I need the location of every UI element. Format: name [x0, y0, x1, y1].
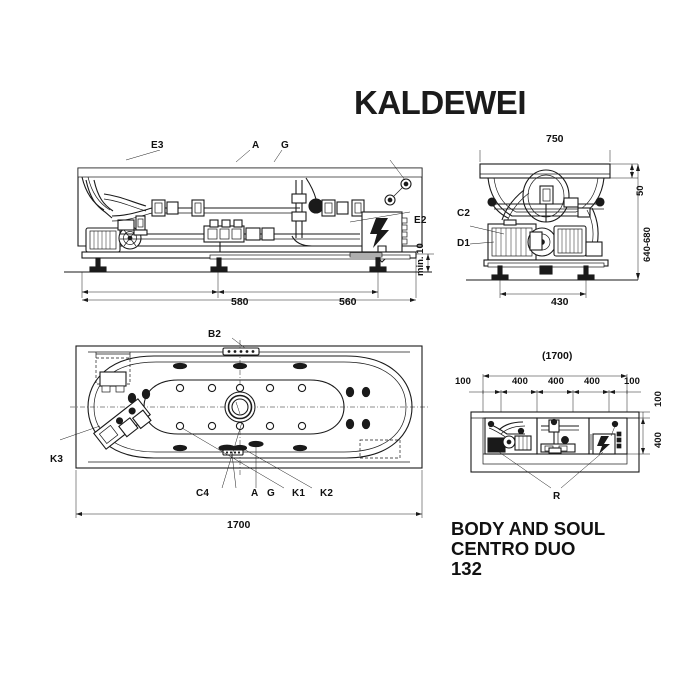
valve-manifold-center: [203, 219, 275, 255]
riser-right: [291, 177, 324, 247]
drain-waste: [224, 391, 256, 423]
side-elevation-view: [460, 150, 645, 315]
adjustable-feet: [89, 257, 387, 272]
dim-min-10: min. 10: [415, 243, 426, 276]
callout-c2: C2: [457, 208, 471, 219]
dim-100-right: 100: [624, 376, 640, 387]
installation-access-view: [455, 360, 650, 505]
callout-k1: K1: [292, 488, 306, 499]
dim-400-c: 400: [584, 376, 600, 387]
callout-r: R: [553, 491, 561, 502]
product-title-line-1: BODY AND SOUL: [451, 518, 606, 539]
dim-580: 580: [231, 296, 249, 308]
dim-750: 750: [546, 133, 564, 145]
dim-1700-inst: (1700): [542, 350, 573, 362]
pump-assembly-left: [85, 219, 142, 253]
front-elevation-view: [60, 150, 440, 310]
side-wall-jets: [127, 362, 371, 452]
callout-g-plan: G: [267, 488, 275, 499]
access-panel-component-1: [487, 420, 532, 453]
pipe-fitting-group-mid: [151, 199, 205, 217]
callout-e2-front: E2: [414, 215, 427, 226]
dim-100-vert: 100: [653, 391, 664, 407]
callout-e3-front: E3: [151, 140, 164, 151]
control-box: [361, 178, 412, 263]
dim-100-left: 100: [455, 376, 471, 387]
dim-50: 50: [635, 185, 646, 196]
dim-640-680: 640-680: [642, 227, 653, 262]
access-panel-component-2: [540, 418, 579, 454]
callout-a-front: A: [252, 140, 260, 151]
callout-c4: C4: [196, 488, 210, 499]
product-title-line-3: 132: [451, 558, 482, 579]
dim-400-b: 400: [548, 376, 564, 387]
bottom-jets: [175, 383, 307, 431]
t-junction: [133, 215, 148, 236]
kaldewei-logo: KALDEWEI: [354, 84, 527, 121]
dim-400-vert: 400: [653, 432, 664, 448]
callout-k3: K3: [50, 454, 64, 465]
pump-motor: [527, 225, 587, 257]
equipment-zone-left: [93, 352, 152, 450]
product-title-line-2: CENTRO DUO: [451, 538, 576, 559]
callout-b2: B2: [208, 329, 222, 340]
dim-1700: 1700: [227, 519, 251, 531]
adjustable-feet-side: [491, 265, 595, 280]
callout-k2: K2: [320, 488, 334, 499]
plan-view: [60, 336, 440, 526]
callout-g-front: G: [281, 140, 289, 151]
pipe-fitting-group-right: [321, 199, 365, 217]
callout-d1: D1: [457, 238, 471, 249]
control-panel-b2: [222, 347, 260, 356]
dim-400-a: 400: [512, 376, 528, 387]
access-panel-component-3: [590, 420, 622, 455]
dim-560: 560: [339, 296, 357, 308]
overflow-fitting: [218, 440, 264, 456]
callout-a-plan: A: [251, 488, 259, 499]
dim-430: 430: [551, 296, 569, 308]
